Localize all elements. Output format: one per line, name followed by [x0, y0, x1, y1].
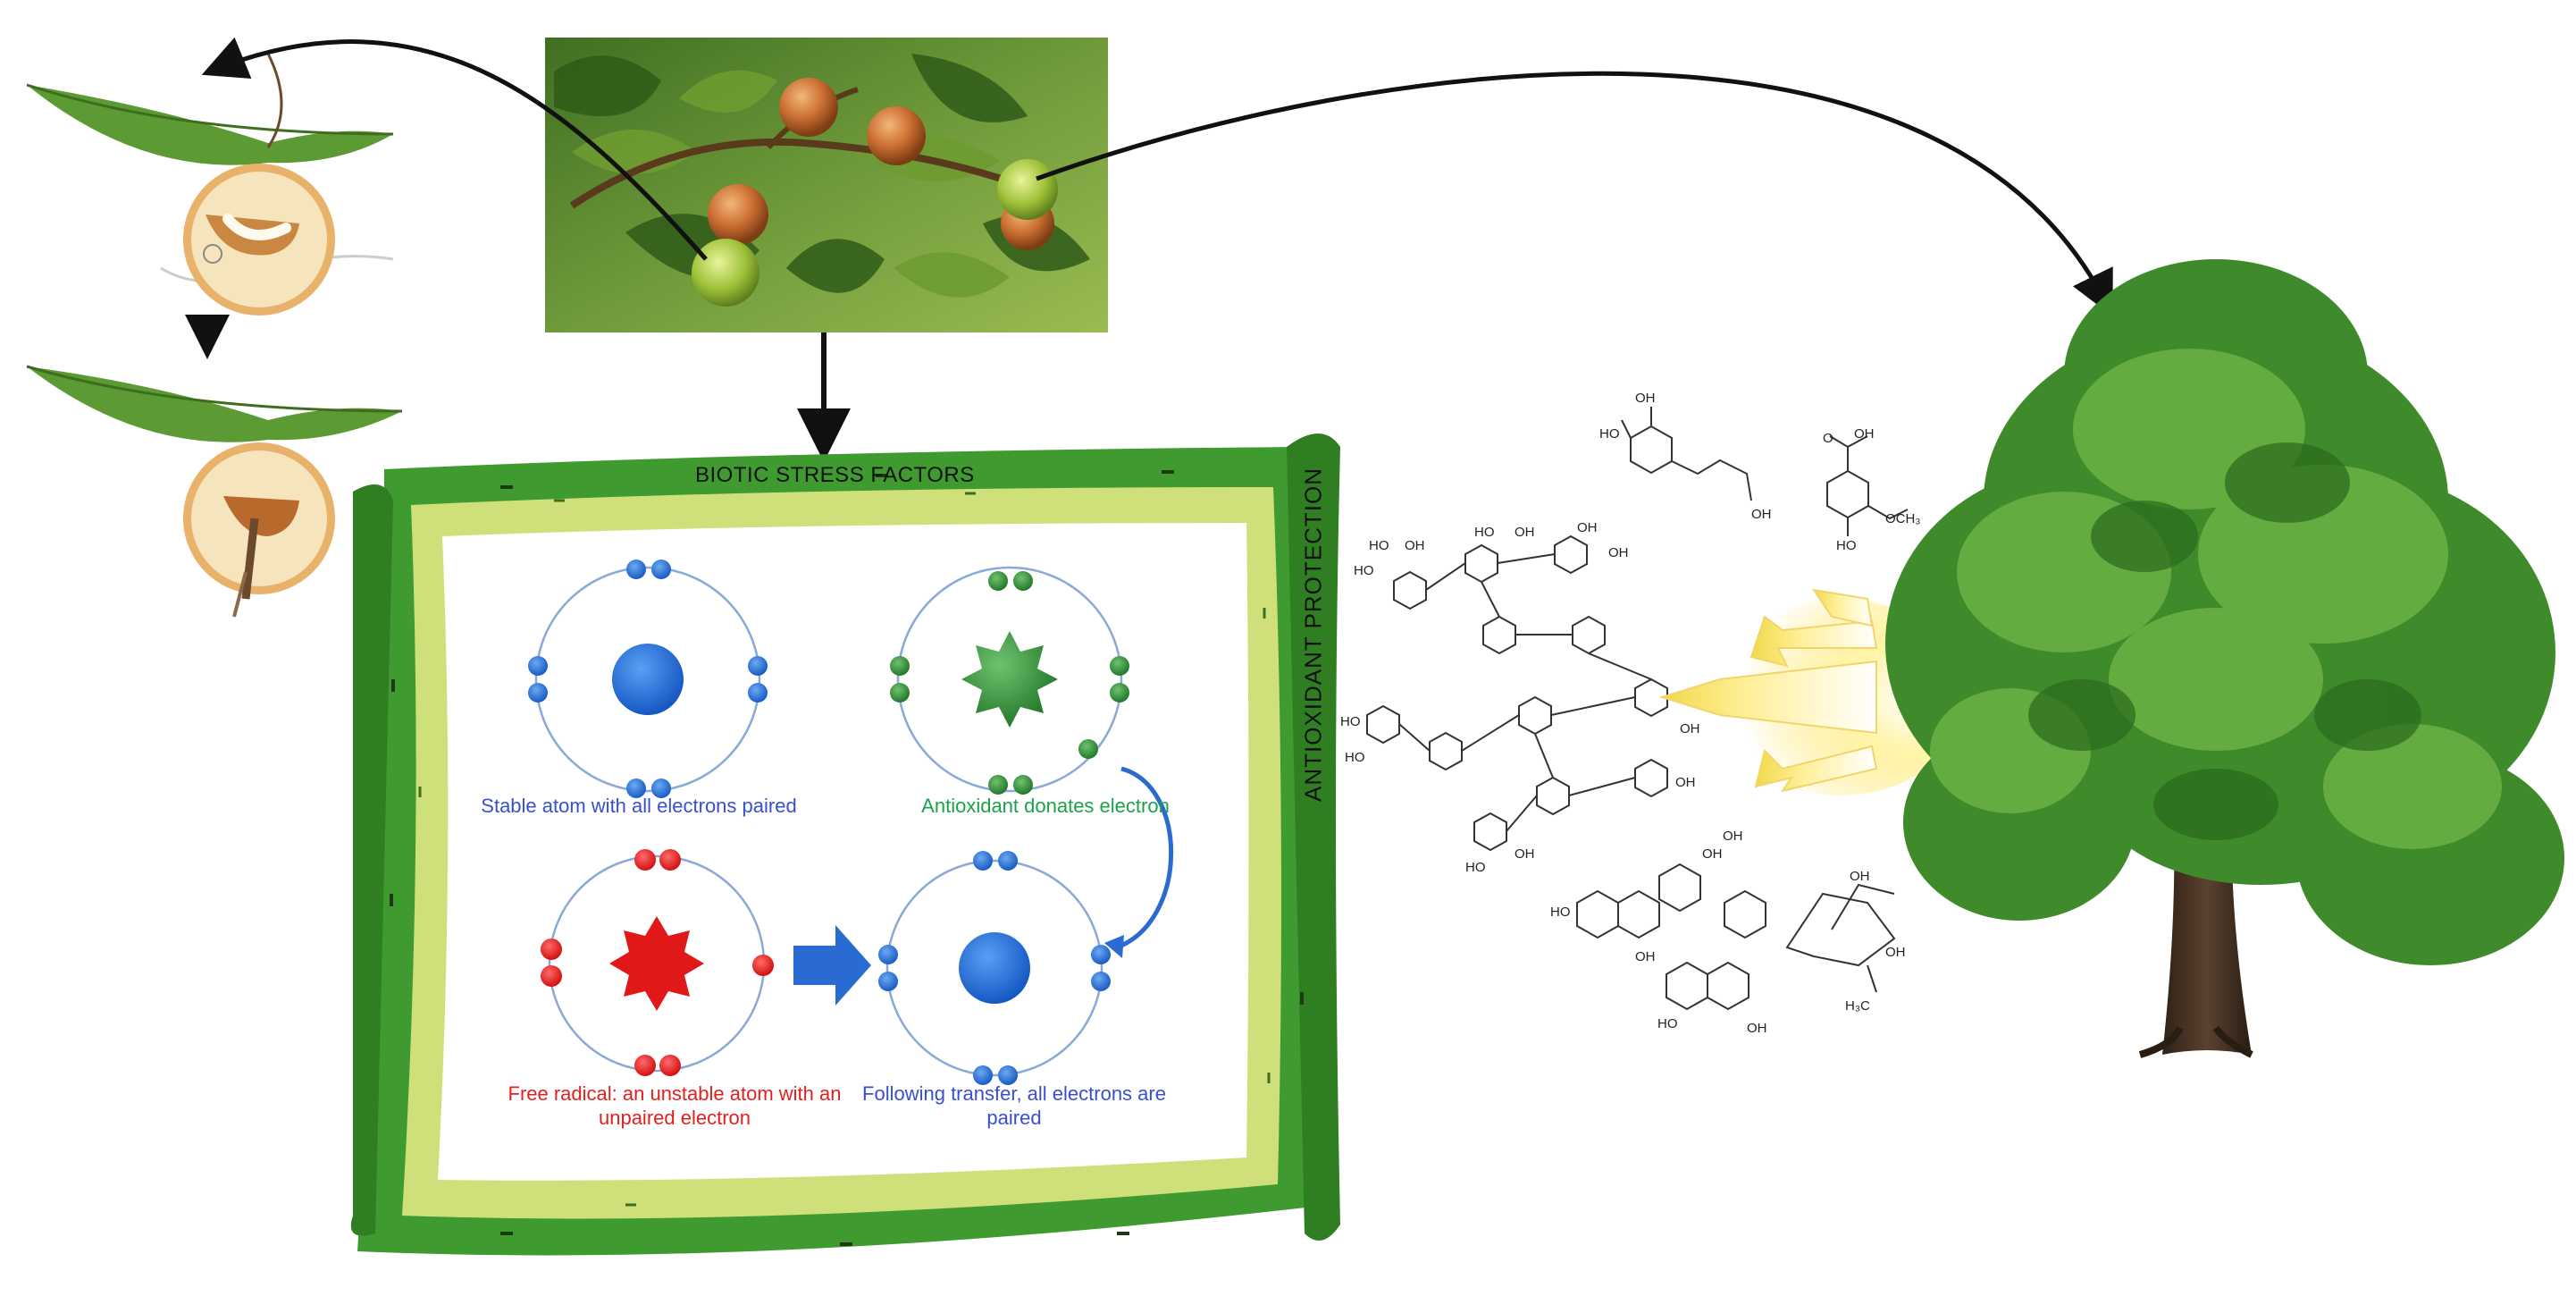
svg-text:OH: OH [1405, 538, 1425, 553]
oak-leaf-icon [26, 365, 403, 442]
svg-text:OH: OH [1850, 869, 1870, 884]
svg-text:OH: OH [1747, 1021, 1767, 1036]
svg-text:OH: OH [1854, 426, 1875, 442]
oak-tree-icon [1885, 259, 2564, 1058]
arrow-to-tree [1036, 71, 2113, 316]
plant-cell [350, 433, 1340, 1256]
oak-gall-photo [545, 38, 1108, 332]
svg-text:HO: HO [1354, 563, 1374, 578]
svg-text:HO: HO [1340, 714, 1361, 729]
svg-text:OH: OH [1885, 945, 1906, 960]
svg-text:OH: OH [1680, 721, 1700, 736]
svg-text:OH: OH [1635, 949, 1656, 964]
svg-text:OH: OH [1723, 829, 1743, 844]
svg-text:HO: HO [1599, 426, 1620, 442]
svg-text:OH: OH [1751, 507, 1772, 522]
stable-atom [528, 560, 768, 798]
starburst-nucleus-icon [609, 916, 704, 1011]
biotic-stress-label: BIOTIC STRESS FACTORS [695, 463, 975, 487]
svg-text:HO: HO [1474, 525, 1495, 540]
svg-text:OH: OH [1635, 391, 1656, 406]
svg-text:OH: OH [1515, 846, 1535, 862]
transfer-caption: Following transfer, all electrons are pa… [862, 1082, 1166, 1129]
svg-text:OH: OH [1515, 525, 1535, 540]
svg-text:H₃C: H₃C [1845, 998, 1870, 1014]
gall-cross-section-icon [183, 442, 335, 618]
free-radical-atom [541, 849, 774, 1076]
svg-text:OH: OH [1608, 545, 1629, 560]
svg-text:OH: OH [1702, 846, 1723, 862]
transfer-arrow [793, 925, 871, 1006]
svg-text:HO: HO [1657, 1016, 1678, 1031]
chem-labels: OH HO OH OH O OCH₃ HO HO OH HO HO OH OH … [1340, 391, 1920, 1036]
nucleus [959, 932, 1030, 1004]
svg-text:HO: HO [1369, 538, 1389, 553]
antioxidant-caption: Antioxidant donates electron [921, 795, 1170, 817]
antioxidant-protection-label: ANTIOXIDANT PROTECTION [1299, 467, 1327, 802]
arrow-to-leaf [201, 37, 708, 261]
svg-text:OH: OH [1675, 775, 1696, 790]
starburst-nucleus-icon [961, 631, 1058, 728]
oak-leaf-icon [26, 53, 394, 165]
nucleus [612, 644, 684, 715]
polyphenol-structures [1366, 407, 1909, 1011]
paired-atom [878, 851, 1111, 1085]
donation-arrow [1116, 766, 1174, 950]
svg-text:HO: HO [1836, 538, 1857, 553]
svg-text:HO: HO [1465, 860, 1486, 875]
gall-cross-section-icon [160, 164, 394, 316]
svg-text:O: O [1823, 431, 1833, 446]
stable-atom-caption: Stable atom with all electrons paired [481, 795, 797, 817]
antioxidant-atom [890, 566, 1129, 795]
svg-text:HO: HO [1550, 905, 1571, 920]
free-radical-caption: Free radical: an unstable atom with an u… [508, 1082, 842, 1129]
svg-text:HO: HO [1345, 750, 1365, 765]
svg-text:OCH₃: OCH₃ [1885, 511, 1920, 526]
svg-text:OH: OH [1577, 520, 1598, 535]
